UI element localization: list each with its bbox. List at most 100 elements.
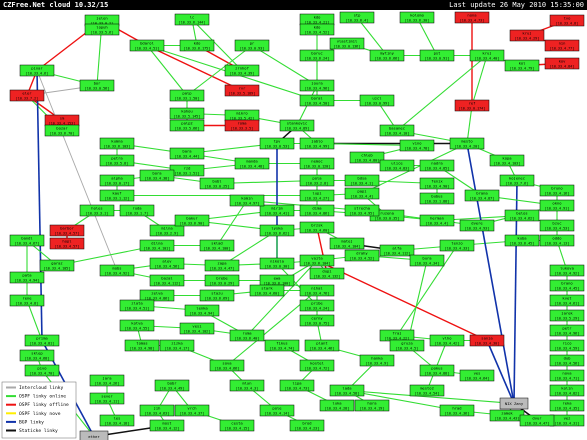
router-node[interactable]: kruj[10.33.4.40]	[469, 49, 505, 62]
router-node[interactable]: pr[10.33.0.93]	[234, 39, 270, 52]
router-node[interactable]: sm[10.33.4.153]	[44, 114, 80, 127]
router-node[interactable]: zizka[10.33.4.17]	[159, 339, 195, 352]
router-node[interactable]: cerny[10.33.0.75]	[299, 314, 335, 327]
router-node[interactable]: jara[10.33.4.26]	[89, 374, 125, 387]
router-node[interactable]: kolin[10.33.4.82]	[549, 384, 585, 397]
router-node[interactable]: kotva[10.33.4.55]	[119, 319, 155, 332]
router-node[interactable]: tomas[10.33.4.98]	[124, 339, 160, 352]
router-node[interactable]: rzd[10.33.1.51]	[169, 164, 205, 177]
router-node[interactable]: manda[10.33.4.48]	[234, 157, 270, 170]
router-node[interactable]: prima[10.33.4.81]	[24, 334, 60, 347]
router-node[interactable]: kostel[10.33.4.72]	[299, 359, 335, 372]
router-node[interactable]: dima[10.33.4.86]	[299, 204, 335, 217]
router-node[interactable]: vino[10.33.4.78]	[399, 139, 435, 152]
router-node[interactable]: NIX Zany	[499, 397, 529, 410]
router-node[interactable]: eler[10.33.7.2]	[9, 89, 45, 102]
router-node[interactable]: tvo[10.33.4.8]	[549, 14, 585, 27]
router-node[interactable]: zlata[10.33.4.51]	[119, 299, 155, 312]
router-node[interactable]: lenka[10.33.4.94]	[184, 304, 220, 317]
router-node[interactable]: brana[10.33.4.87]	[464, 189, 500, 202]
router-node[interactable]: bubus[10.33.1.88]	[419, 192, 455, 205]
router-node[interactable]: pata[10.33.4.94]	[9, 271, 45, 284]
router-node[interactable]: fenix[10.33.4.90]	[419, 177, 455, 190]
router-node[interactable]: lyska[10.33.6.62]	[259, 224, 295, 237]
router-node[interactable]: jarek[10.33.5.29]	[549, 309, 585, 322]
router-node[interactable]: stp[10.33.6.4]	[339, 11, 375, 24]
router-node[interactable]: kol[10.33.4.79]	[504, 59, 540, 72]
router-node[interactable]: bzuc[10.33.4.53]	[539, 219, 575, 232]
router-node[interactable]: mobs[10.33.4.92]	[99, 264, 135, 277]
router-node[interactable]: brebe[10.33.0.29]	[204, 274, 240, 287]
router-node[interactable]: kruj[10.33.4.29]	[509, 29, 545, 42]
router-node[interactable]: luka[10.33.4.28]	[319, 399, 355, 412]
router-node[interactable]: pole[10.33.4.14]	[259, 404, 295, 417]
router-node[interactable]: herman[10.33.4.4]	[419, 214, 455, 227]
router-node[interactable]: mirim[10.33.4.41]	[259, 204, 295, 217]
router-node[interactable]: vesi[10.33.4.102]	[179, 322, 215, 335]
router-node[interactable]: joura[10.33.4.96]	[299, 79, 335, 92]
router-node[interactable]: vlastimil[10.33.0.136]	[329, 37, 365, 50]
router-node[interactable]: bubl[10.33.0.25]	[199, 177, 235, 190]
router-node[interactable]: nin[10.33.4.77]	[544, 39, 580, 52]
router-node[interactable]: palp2[10.33.5.66]	[169, 119, 205, 132]
router-node[interactable]: alpha[10.33.0.17]	[99, 174, 135, 187]
router-node[interactable]: kopa[10.33.4.103]	[489, 154, 525, 167]
router-node[interactable]: bakur[10.33.6.90]	[174, 214, 210, 227]
router-node[interactable]: rene[10.33.4.8]	[9, 294, 45, 307]
router-node[interactable]: nihal[10.33.4.76]	[299, 284, 335, 297]
router-node[interactable]: petr[10.33.4.96]	[549, 324, 585, 337]
router-node[interactable]: lopuh[10.33.5.6]	[84, 23, 120, 36]
router-node[interactable]: okno[10.33.4.91]	[539, 199, 575, 212]
router-node[interactable]: sever[10.33.4.11]	[89, 392, 125, 405]
router-node[interactable]: jih[10.33.4.63]	[139, 404, 175, 417]
router-node[interactable]: dupi[10.33.4.132]	[309, 267, 345, 280]
router-node[interactable]: mlyn[10.33.4.3]	[229, 379, 265, 392]
router-node[interactable]: bor[10.33.0.56]	[79, 79, 115, 92]
router-node[interactable]: lukova[10.33.4.92]	[549, 264, 585, 277]
router-node[interactable]: bazal[10.33.4.112]	[149, 274, 185, 287]
router-node[interactable]: barbor[10.33.4.57]	[49, 224, 85, 237]
router-node[interactable]: sova[10.33.4.66]	[209, 359, 245, 372]
router-node[interactable]: hanka[10.33.4.9]	[359, 354, 395, 367]
router-node[interactable]: lada[10.33.4.58]	[329, 384, 365, 397]
router-node[interactable]: stazu[10.33.6.69]	[199, 289, 235, 302]
router-node[interactable]: nona[10.33.4.73]	[454, 11, 490, 24]
router-node[interactable]: tpv[10.33.0.53]	[259, 137, 295, 150]
router-node[interactable]: mikro[10.33.5.42]	[224, 109, 260, 122]
router-node[interactable]: zamek[10.33.4.43]	[489, 409, 525, 422]
router-node[interactable]: garaz[10.33.4.105]	[39, 259, 75, 272]
router-node[interactable]: reka[10.33.4.35]	[549, 399, 585, 412]
router-node[interactable]: kumna[10.33.6.103]	[99, 137, 135, 150]
router-node[interactable]: matej[10.33.4.104]	[329, 237, 365, 250]
router-node[interactable]: mesto2[10.33.4.54]	[409, 384, 445, 397]
router-node[interactable]: fikus[10.33.4.74]	[264, 339, 300, 352]
router-node[interactable]: sklep[10.33.4.68]	[19, 349, 55, 362]
router-node[interactable]: strecha[10.33.4.95]	[344, 204, 380, 217]
router-node[interactable]: bandl[10.33.4.67]	[9, 234, 45, 247]
router-node[interactable]: les[10.33.4.18]	[99, 414, 135, 427]
router-node[interactable]: fraj[10.33.4.22]	[379, 329, 415, 342]
router-node[interactable]: bora[10.33.4.38]	[139, 169, 175, 182]
router-node[interactable]: brod[10.33.4.23]	[289, 419, 325, 432]
router-node[interactable]: palp[10.33.1.50]	[169, 89, 205, 102]
router-node[interactable]: kojenec[10.33.7.6]	[499, 174, 535, 187]
router-node[interactable]: rvr[10.33.5.189]	[224, 84, 260, 97]
router-node[interactable]: chleb[10.33.4.80]	[349, 151, 385, 164]
router-node[interactable]: zapa[10.33.4.47]	[204, 259, 240, 272]
router-node[interactable]: zelva[10.33.4.86]	[139, 289, 175, 302]
router-node[interactable]: vlho[10.33.4.42]	[429, 334, 465, 347]
router-node[interactable]: pola[10.33.2.8]	[299, 174, 335, 187]
router-node[interactable]: sanja[10.33.4.30]	[469, 334, 505, 347]
router-node[interactable]: bara[10.33.4.44]	[169, 147, 205, 160]
router-node[interactable]: kov[10.33.4.84]	[544, 57, 580, 70]
router-node[interactable]: ether	[79, 430, 109, 440]
router-node[interactable]: ewa[10.33.6.100]	[259, 274, 295, 287]
router-node[interactable]: kvet[10.33.4.61]	[549, 294, 585, 307]
router-node[interactable]: hopl[10.33.4.57]	[49, 237, 85, 250]
router-node[interactable]: lipa[10.33.4.73]	[279, 379, 315, 392]
router-node[interactable]: bdsa[10.33.4.1]	[344, 174, 380, 187]
router-node[interactable]: gruza[10.33.4.5]	[389, 339, 425, 352]
router-node[interactable]: ulice[10.33.4.83]	[379, 159, 415, 172]
router-node[interactable]: holes[10.33.3.1]	[79, 204, 115, 217]
router-node[interactable]: vrch[10.33.4.37]	[174, 404, 210, 417]
